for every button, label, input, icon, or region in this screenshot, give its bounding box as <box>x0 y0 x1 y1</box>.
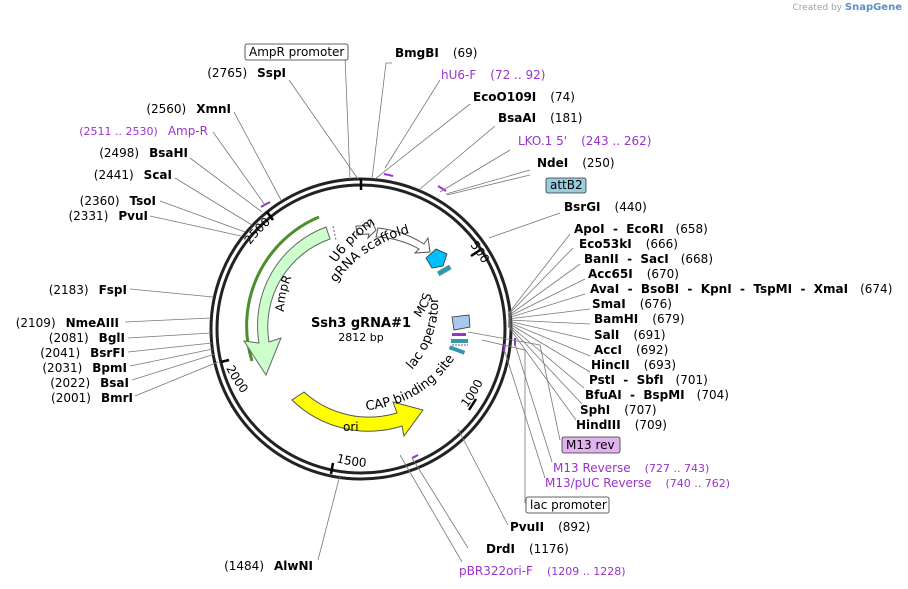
site-bsaai: BsaAI(181) <box>498 111 582 125</box>
site-ecori: ApoI - EcoRI(658) <box>574 222 708 236</box>
site-fspi: (2183)FspI <box>49 283 127 297</box>
primer-amp-r: (2511 .. 2530)Amp-R <box>79 124 208 138</box>
tick-500 <box>470 248 481 258</box>
site-xmni: (2560)XmnI <box>146 102 231 116</box>
lacop-small-3[interactable] <box>448 345 466 355</box>
site-pvuii: PvuII(892) <box>510 520 590 534</box>
site-acci: AccI(692) <box>594 343 668 357</box>
m13rev-box[interactable]: M13 rev <box>561 436 621 454</box>
site-saci: BanII - SacI(668) <box>584 252 713 266</box>
ori-label: ori <box>343 420 359 434</box>
lac-promoter-box[interactable]: lac promoter <box>525 496 610 514</box>
tick-2500 <box>266 211 274 221</box>
site-hincii: HincII(693) <box>591 358 676 372</box>
site-bmri: (2001)BmrI <box>51 391 133 405</box>
tick-1000 <box>467 398 478 411</box>
site-acc65i: Acc65I(670) <box>588 267 679 281</box>
site-pvui: (2331)PvuI <box>68 209 148 223</box>
ampr-promoter-box[interactable]: AmpR promoter <box>244 43 349 61</box>
backbone-ticks <box>220 179 481 475</box>
watermark-brand: SnapGene <box>844 2 902 13</box>
site-bspmi: BfuAI - BspMI(704) <box>585 388 729 402</box>
site-smai: SmaI(676) <box>592 297 672 311</box>
primer-lko1: LKO.1 5'(243 .. 262) <box>518 134 652 148</box>
svg-text:M13 rev: M13 rev <box>566 438 615 452</box>
m13-primer-mark <box>452 333 466 336</box>
left-enzyme-labels: (2765)SspI (2560)XmnI (2498)BsaHI (2441)… <box>16 66 313 573</box>
attb2-feature[interactable] <box>425 248 448 269</box>
site-bsahi: (2498)BsaHI <box>99 146 188 160</box>
u6-promoter-feature[interactable] <box>355 218 377 240</box>
watermark-prefix: Created by <box>792 3 842 13</box>
site-sphi: SphI(707) <box>580 403 657 417</box>
primer-labels: hU6-F(72 .. 92) LKO.1 5'(243 .. 262) (25… <box>79 68 730 578</box>
right-enzyme-labels: BmgBI(69) EcoO109I(74) BsaAI(181) NdeI(2… <box>395 46 892 556</box>
site-bamhi: BamHI(679) <box>594 312 685 326</box>
site-eco53ki: Eco53kI(666) <box>579 237 678 251</box>
tick-label-1000: 1000 <box>458 377 486 410</box>
site-scai: (2441)ScaI <box>94 168 172 182</box>
site-tsoi: (2360)TsoI <box>80 194 156 208</box>
snapgene-watermark: Created by SnapGene <box>792 2 902 13</box>
svg-text:lac promoter: lac promoter <box>530 498 607 512</box>
site-bsrgi: BsrGI(440) <box>564 200 647 214</box>
site-bsrfi: (2041)BsrFI <box>40 346 125 360</box>
primer-m13puc-reverse: M13/pUC Reverse(740 .. 762) <box>545 476 730 490</box>
site-bsai: (2022)BsaI <box>50 376 129 390</box>
primer-hu6-f: hU6-F(72 .. 92) <box>441 68 545 82</box>
primer-pbr322ori-f: pBR322ori-F(1209 .. 1228) <box>459 564 626 578</box>
leader-lines <box>317 62 591 563</box>
tick-1500 <box>329 462 335 475</box>
plasmid-name: Ssh3 gRNA#1 <box>311 316 411 331</box>
lacop-small-2[interactable] <box>451 339 468 343</box>
plasmid-size: 2812 bp <box>338 331 383 344</box>
primer-m13-reverse: M13 Reverse(727 .. 743) <box>553 461 709 475</box>
site-sspi: (2765)SspI <box>207 66 286 80</box>
site-bgli: (2081)BglI <box>49 331 125 345</box>
tick-2000 <box>220 358 230 364</box>
site-ndei: NdeI(250) <box>537 156 615 170</box>
ori-feature[interactable] <box>291 391 424 438</box>
site-bpmi: (2031)BpmI <box>42 361 127 375</box>
site-drdi: DrdI(1176) <box>486 542 569 556</box>
attb2-box[interactable]: attB2 <box>545 177 587 194</box>
site-bmgbi: BmgBI(69) <box>395 46 478 60</box>
site-xmai: AvaI - BsoBI - KpnI - TspMI - XmaI(674) <box>590 282 892 296</box>
mcs-feature[interactable] <box>451 314 471 331</box>
site-sali: SalI(691) <box>594 328 666 342</box>
site-hindiii: HindIII(709) <box>576 418 667 432</box>
site-nmeaiii: (2109)NmeAIII <box>16 316 119 330</box>
site-alwni: (1484)AlwNI <box>224 559 313 573</box>
svg-text:AmpR promoter: AmpR promoter <box>249 45 344 59</box>
grna-scaffold-feature[interactable] <box>375 227 431 254</box>
tick-label-1500: 1500 <box>335 451 367 470</box>
site-ecoo109i: EcoO109I(74) <box>473 90 575 104</box>
svg-text:attB2: attB2 <box>550 178 583 192</box>
lacop-small-1[interactable] <box>436 264 452 277</box>
ampr-feature[interactable] <box>242 215 337 377</box>
site-sbfi: PstI - SbfI(701) <box>589 373 708 387</box>
